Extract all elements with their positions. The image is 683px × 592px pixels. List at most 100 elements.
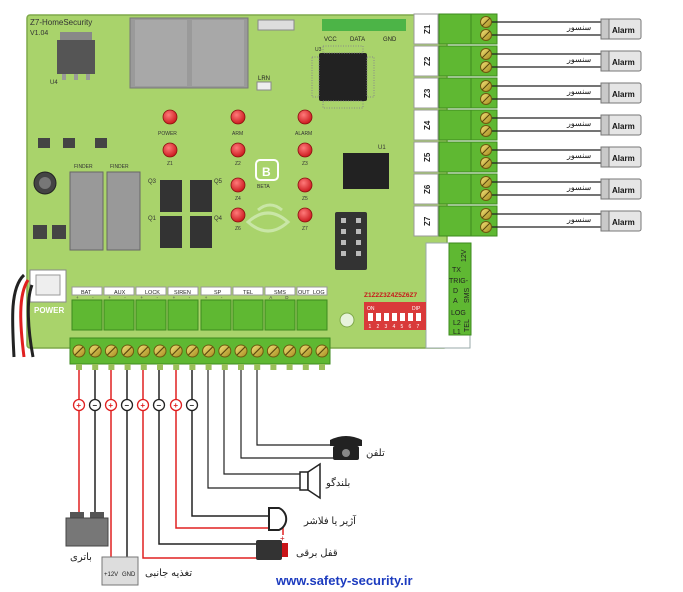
zone-terminal-housing <box>438 205 472 237</box>
power-wire-red <box>19 279 30 358</box>
terminal-pin-label: - <box>221 295 223 300</box>
terminal-pin-label: + <box>140 295 143 300</box>
terminal-group-label: AUX <box>114 290 126 296</box>
voltage-regulator-u4: U4 <box>50 32 95 86</box>
lrn-label: LRN <box>258 76 270 82</box>
side-label: SMS <box>464 288 471 304</box>
svg-text:+: + <box>108 401 113 410</box>
polarity-marker-icon <box>136 398 150 412</box>
led-label: ARM <box>232 131 243 137</box>
data-label: DATA <box>350 37 365 43</box>
terminal-pin-label: + <box>173 295 176 300</box>
dip-on-label: ON <box>367 306 375 312</box>
zone-label: Z2 <box>423 56 432 66</box>
u1-label: U1 <box>378 145 386 151</box>
board-version: V1.04 <box>30 30 48 37</box>
dip-key[interactable] <box>376 313 381 321</box>
led-label: POWER <box>158 131 177 137</box>
terminal-header <box>296 286 328 296</box>
dip-number: 1 <box>369 324 372 330</box>
zone-terminal-housing <box>438 141 472 173</box>
terminal-pin-label: A <box>269 295 272 300</box>
microcontroller-u3: U3 <box>311 45 375 109</box>
zone-label-box <box>413 173 439 205</box>
siren-label: آژیر یا فلاشر <box>303 514 357 527</box>
aux-plus-label: +12V <box>104 572 118 578</box>
dip-key[interactable] <box>400 313 405 321</box>
terminal-group-label: LOG <box>313 290 325 296</box>
side-label: TEL <box>464 319 471 332</box>
zone-sensors: AlarmسنسورAlarmسنسورAlarmسنسورAlarmسنسور… <box>492 18 642 232</box>
aux-supply-block: +12V GND تغذیه جانبی <box>101 556 192 586</box>
electric-lock-icon: قفل برقی <box>256 540 338 560</box>
terminal-header <box>264 286 296 296</box>
terminal-pin-label: D <box>285 295 289 300</box>
terminal-housing <box>135 299 167 331</box>
battery-label: باتری <box>70 552 92 563</box>
polarity-marker-icon <box>104 398 118 412</box>
zone-label: Z1 <box>423 24 432 34</box>
side-label: LOG <box>451 310 466 317</box>
power-wire-black <box>11 273 26 358</box>
sensor-label: سنسور <box>566 151 592 160</box>
zone-terminal-housing <box>438 77 472 109</box>
terminal-pin-label: - <box>189 295 191 300</box>
led-z6-icon <box>230 207 246 223</box>
terminal-pin-label: + <box>76 295 79 300</box>
svg-text:+: + <box>280 534 285 543</box>
dip-number: 5 <box>401 324 404 330</box>
power-connector: POWER <box>29 269 67 315</box>
telephone-label: تلفن <box>366 448 385 459</box>
dip-number: 2 <box>377 324 380 330</box>
zone-label: Z3 <box>423 88 432 98</box>
sensor-label: سنسور <box>566 23 592 32</box>
terminal-housing <box>103 299 135 331</box>
dip-key[interactable] <box>392 313 397 321</box>
dip-number: 6 <box>409 324 412 330</box>
svg-text:+: + <box>173 401 178 410</box>
polarity-marker-icon <box>152 398 166 412</box>
dip-number: 3 <box>385 324 388 330</box>
side-label: L2 <box>453 320 461 327</box>
website-url[interactable]: www.safety-security.ir <box>275 573 413 588</box>
led-label: Z6 <box>235 226 241 232</box>
board-model: Z7-HomeSecurity <box>30 18 92 27</box>
dip-key[interactable] <box>408 313 413 321</box>
svg-text:−: − <box>156 401 161 410</box>
side-label: TX <box>452 267 461 274</box>
zone-terminal-housing <box>438 13 472 45</box>
small-components <box>33 138 107 239</box>
transistors: Q3 Q5 Q1 Q4 <box>148 179 223 248</box>
side-label: A <box>453 298 458 305</box>
side-label: L1 <box>453 329 461 336</box>
q5-label: Q5 <box>214 179 223 185</box>
terminal-housing <box>296 299 328 331</box>
rf-module-header: VCC DATA GND <box>322 19 406 43</box>
zone-label: Z7 <box>423 216 432 226</box>
zone-label: Z4 <box>423 120 432 130</box>
brand-logo-icon: B BETA <box>245 159 291 233</box>
side-label: 12V <box>461 249 468 262</box>
terminal-header <box>232 286 264 296</box>
led-z3-icon <box>297 142 313 158</box>
polarity-marker-icon <box>169 398 183 412</box>
svg-text:+: + <box>140 401 145 410</box>
dip-key[interactable] <box>368 313 373 321</box>
terminal-housing <box>232 299 264 331</box>
svg-text:−: − <box>124 401 129 410</box>
terminal-housing <box>71 299 103 331</box>
led-z1-icon <box>162 142 178 158</box>
led-z5-icon <box>297 177 313 193</box>
led-z7-icon <box>297 207 313 223</box>
dip-key[interactable] <box>384 313 389 321</box>
terminal-housing <box>264 299 296 331</box>
sensor-label: سنسور <box>566 55 592 64</box>
dip-key[interactable] <box>416 313 421 321</box>
aux-supply-label: تغذیه جانبی <box>145 568 192 579</box>
terminal-pin-label: - <box>92 295 94 300</box>
u4-label: U4 <box>50 80 58 86</box>
siren-icon: + آژیر یا فلاشر <box>268 507 357 543</box>
zone-terminal-block: Z1Z2Z3Z4Z5Z6Z7 <box>413 13 498 237</box>
